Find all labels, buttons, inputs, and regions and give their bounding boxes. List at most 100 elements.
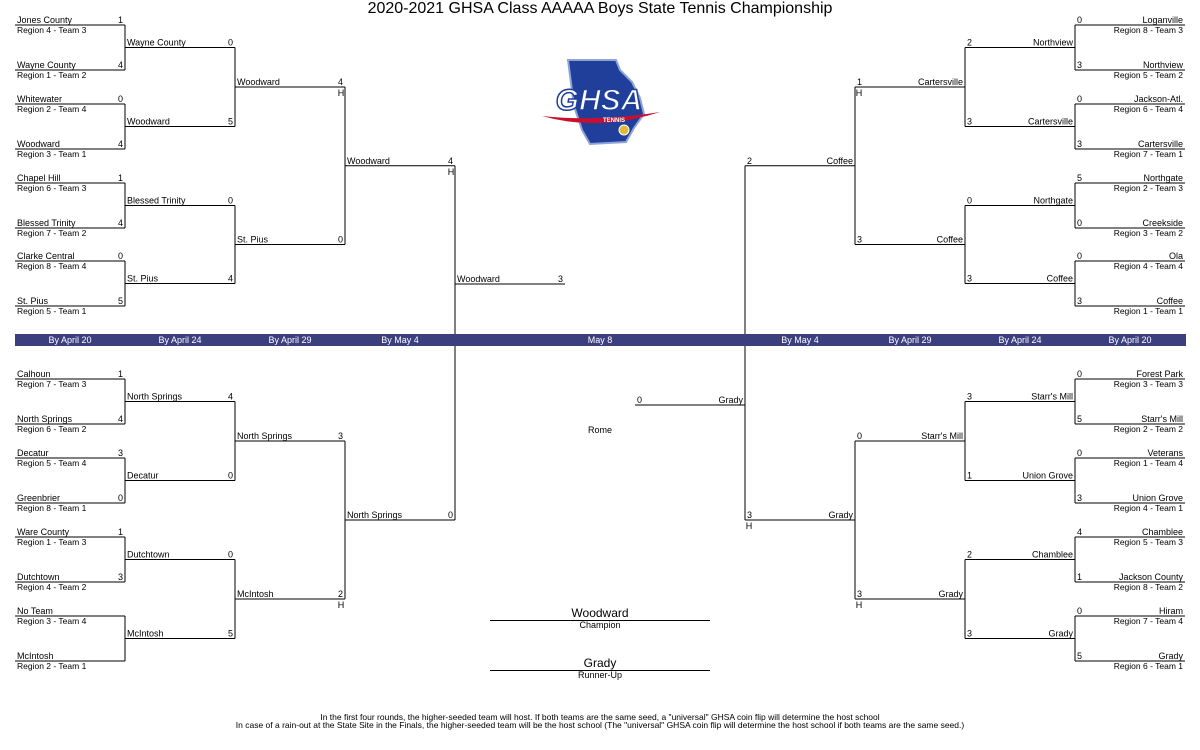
score-r3: 4 — [338, 77, 343, 87]
team-name-r1: Calhoun — [17, 369, 51, 379]
team-name-r2: Grady — [1048, 629, 1073, 639]
score-r1: 4 — [118, 139, 123, 149]
score-r3: 2 — [338, 589, 343, 599]
score-r2: 2 — [967, 38, 972, 48]
team-name-r1: Hiram — [1159, 606, 1183, 616]
team-name-r1: Northgate — [1143, 173, 1183, 183]
team-name-r2: Decatur — [127, 471, 159, 481]
champion-label: Champion — [579, 620, 621, 630]
team-name-r1: Coffee — [1157, 296, 1183, 306]
team-name-r1: Forest Park — [1136, 369, 1183, 379]
score-r3: 3 — [857, 235, 862, 245]
team-name-r1: Cartersville — [1138, 139, 1183, 149]
host-marker-r3: H — [856, 600, 863, 610]
host-rule-note: In the first four rounds, the higher-see… — [320, 712, 880, 722]
score-r1: 0 — [118, 251, 123, 261]
team-seed-r1: Region 2 - Team 4 — [17, 104, 87, 114]
logo-text: GHSA — [556, 84, 643, 117]
team-name-r3: Cartersville — [918, 77, 963, 87]
team-name-r1: McIntosh — [17, 651, 54, 661]
team-name-r2: Coffee — [1047, 274, 1073, 284]
score-r2: 0 — [228, 550, 233, 560]
score-r1: 5 — [1077, 651, 1082, 661]
team-name-r1: Jackson-Atl. — [1134, 94, 1183, 104]
team-name-r1: Decatur — [17, 448, 49, 458]
rainout-rule-note: In case of a rain-out at the State Site … — [235, 720, 965, 730]
score-r1: 5 — [1077, 414, 1082, 424]
team-name-r3: St. Pius — [237, 235, 269, 245]
team-seed-r1: Region 4 - Team 3 — [17, 25, 87, 35]
team-name-r1: Chamblee — [1142, 527, 1183, 537]
round-date-label: By April 29 — [888, 335, 932, 345]
score-r1: 3 — [118, 448, 123, 458]
score-r1: 0 — [1077, 15, 1082, 25]
team-name-r1: St. Pius — [17, 296, 49, 306]
team-name-r1: Northview — [1143, 60, 1184, 70]
host-marker-r4: H — [448, 167, 455, 177]
team-name-r2: Woodward — [127, 117, 170, 127]
team-seed-r1: Region 3 - Team 1 — [17, 149, 87, 159]
team-name-r1: Ware County — [17, 527, 70, 537]
score-r2: 0 — [228, 196, 233, 206]
runner-up-name: Grady — [583, 656, 617, 670]
round-date-label: By April 24 — [998, 335, 1042, 345]
score-r2: 0 — [967, 196, 972, 206]
team-seed-r1: Region 3 - Team 4 — [17, 616, 87, 626]
team-name-r4: Grady — [828, 510, 853, 520]
host-marker-r4: H — [746, 521, 753, 531]
team-name-r3: Grady — [938, 589, 963, 599]
team-name-r2: Blessed Trinity — [127, 196, 186, 206]
team-seed-r1: Region 8 - Team 1 — [17, 503, 87, 513]
score-r3: 0 — [338, 235, 343, 245]
host-marker-r3: H — [338, 600, 345, 610]
team-name-r4: Coffee — [827, 156, 853, 166]
team-seed-r1: Region 4 - Team 2 — [17, 582, 87, 592]
score-r2: 0 — [228, 471, 233, 481]
score-final: 3 — [558, 274, 563, 284]
team-seed-r1: Region 1 - Team 4 — [1114, 458, 1184, 468]
team-seed-r1: Region 7 - Team 2 — [17, 228, 87, 238]
team-name-r2: Starr's Mill — [1031, 392, 1073, 402]
team-name-r1: Clarke Central — [17, 251, 75, 261]
logo-subtext: TENNIS — [603, 118, 625, 124]
score-r2: 3 — [967, 392, 972, 402]
champion-line — [490, 620, 710, 621]
score-r2: 1 — [967, 471, 972, 481]
team-name-r4: North Springs — [347, 510, 403, 520]
score-r4: 2 — [747, 156, 752, 166]
score-r1: 0 — [1077, 218, 1082, 228]
score-r1: 3 — [1077, 60, 1082, 70]
champion-label-box: Champion — [490, 620, 710, 630]
score-r1: 0 — [1077, 94, 1082, 104]
score-r3: 0 — [857, 431, 862, 441]
team-name-final: Woodward — [457, 274, 500, 284]
team-name-r1: Union Grove — [1132, 493, 1183, 503]
score-r2: 2 — [967, 550, 972, 560]
score-r1: 0 — [1077, 251, 1082, 261]
team-seed-r1: Region 6 - Team 3 — [17, 183, 87, 193]
team-name-r3: North Springs — [237, 431, 293, 441]
score-r1: 3 — [1077, 139, 1082, 149]
team-seed-r1: Region 5 - Team 3 — [1114, 537, 1184, 547]
score-r2: 3 — [967, 629, 972, 639]
round-date-label: By April 24 — [158, 335, 202, 345]
team-seed-r1: Region 1 - Team 1 — [1114, 306, 1184, 316]
team-seed-r1: Region 2 - Team 2 — [1114, 424, 1184, 434]
team-name-r2: Northgate — [1033, 196, 1073, 206]
score-r1: 0 — [118, 94, 123, 104]
score-r1: 3 — [1077, 296, 1082, 306]
round-date-label: By May 4 — [381, 335, 419, 345]
team-name-r2: Northview — [1033, 38, 1074, 48]
team-name-r1: Wayne County — [17, 60, 76, 70]
team-name-r2: Dutchtown — [127, 550, 170, 560]
score-final: 0 — [637, 395, 642, 405]
team-seed-r1: Region 7 - Team 1 — [1114, 149, 1184, 159]
team-seed-r1: Region 4 - Team 1 — [1114, 503, 1184, 513]
team-name-r1: Blessed Trinity — [17, 218, 76, 228]
team-name-r1: Creekside — [1142, 218, 1183, 228]
team-seed-r1: Region 1 - Team 2 — [17, 70, 87, 80]
score-r4: 4 — [448, 156, 453, 166]
runner-up-box: Grady — [490, 656, 710, 670]
team-name-r1: North Springs — [17, 414, 73, 424]
team-seed-r1: Region 1 - Team 3 — [17, 537, 87, 547]
